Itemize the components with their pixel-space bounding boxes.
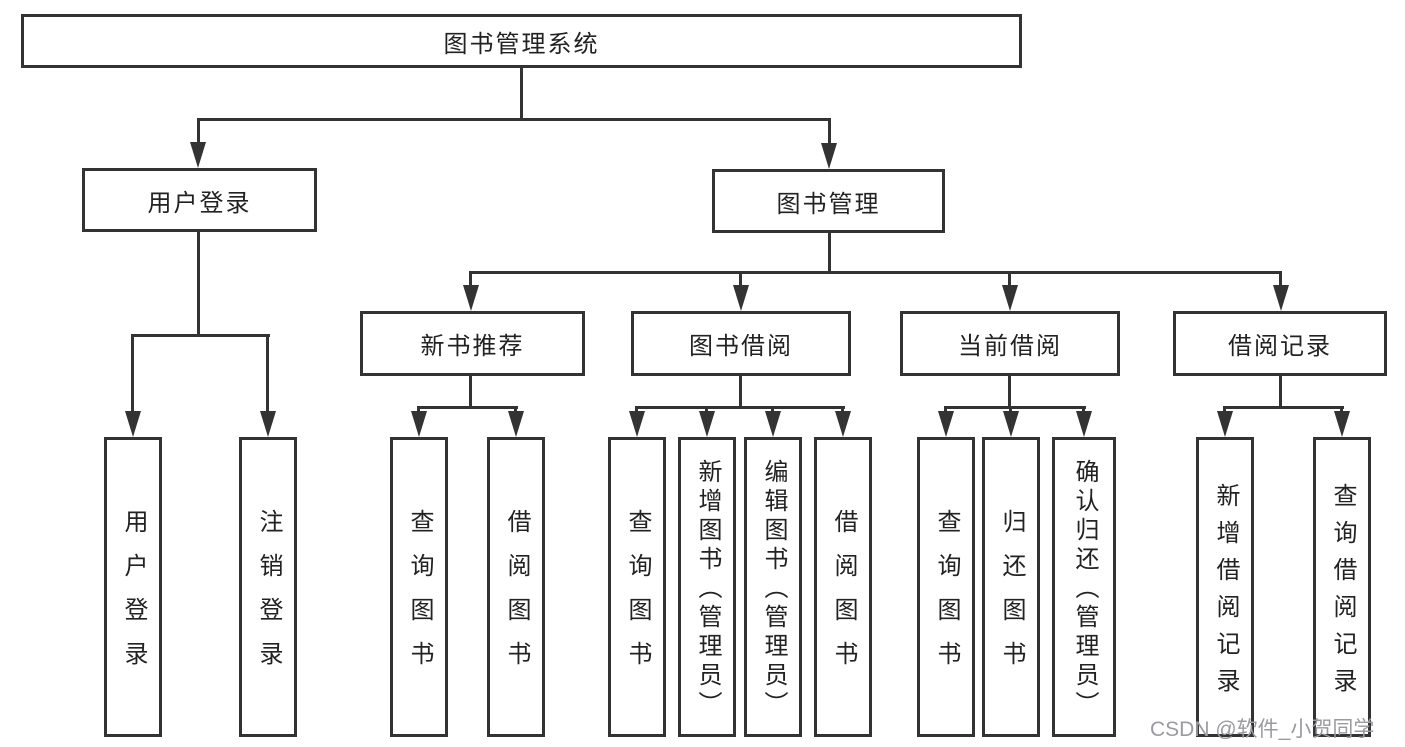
- node-user-login: 用户登录: [82, 168, 317, 232]
- node-book-borrow-label: 图书借阅: [689, 333, 793, 360]
- connector-leaf-user-login-stem: [131, 336, 134, 413]
- node-new-book-recommend: 新书推荐: [360, 311, 585, 376]
- leaf-add-borrow-record-label: 新增借阅记录: [1212, 482, 1239, 705]
- node-root-label: 图书管理系统: [443, 30, 600, 58]
- node-book-borrow: 图书借阅: [631, 311, 851, 376]
- leaf-query-books-1-label: 查询图书: [406, 509, 433, 685]
- leaf-return-books-label: 归还图书: [998, 509, 1025, 685]
- connector-user-login-stem: [197, 120, 200, 146]
- arrow-g4-leaf-2: [1003, 411, 1019, 437]
- arrow-to-new-book-recommend: [463, 285, 479, 311]
- arrow-g3-leaf-3: [765, 411, 781, 437]
- leaf-query-books-2: 查询图书: [608, 437, 666, 737]
- node-borrow-records-label: 借阅记录: [1228, 333, 1332, 360]
- connector-g2-down: [469, 376, 472, 408]
- leaf-query-books-3-label: 查询图书: [933, 509, 960, 685]
- arrow-to-book-borrow: [733, 285, 749, 311]
- connector-g3-down: [739, 376, 742, 408]
- connector-l3-stem-4: [1279, 273, 1282, 285]
- connector-g4-down: [1008, 376, 1011, 408]
- leaf-query-books-3: 查询图书: [917, 437, 975, 737]
- leaf-add-borrow-record: 新增借阅记录: [1196, 437, 1254, 737]
- leaf-borrow-books-2: 借阅图书: [814, 437, 872, 737]
- connector-user-login-rail: [131, 334, 270, 337]
- leaf-borrow-books-1: 借阅图书: [487, 437, 545, 737]
- leaf-add-books-admin-label: 新增图书（管理员）: [694, 459, 721, 720]
- leaf-query-borrow-record: 查询借阅记录: [1313, 437, 1371, 737]
- arrow-g5-leaf-1: [1217, 411, 1233, 437]
- leaf-logout-label: 注销登录: [255, 509, 282, 685]
- arrow-to-leaf-logout: [260, 411, 276, 437]
- leaf-confirm-return-admin-label: 确认归还（管理员）: [1071, 459, 1098, 720]
- node-root: 图书管理系统: [21, 14, 1022, 68]
- arrow-to-leaf-user-login: [125, 411, 141, 437]
- connector-level2-rail: [197, 118, 831, 121]
- node-borrow-records: 借阅记录: [1173, 311, 1387, 376]
- connector-g2-rail: [417, 406, 518, 409]
- connector-leaf-logout-stem: [266, 336, 269, 413]
- leaf-confirm-return-admin: 确认归还（管理员）: [1052, 437, 1116, 737]
- connector-g4-rail: [944, 406, 1086, 409]
- leaf-query-books-1: 查询图书: [390, 437, 448, 737]
- arrow-to-user-login: [190, 142, 206, 168]
- connector-l3-stem-3: [1008, 273, 1011, 285]
- leaf-edit-books-admin-label: 编辑图书（管理员）: [760, 459, 787, 720]
- connector-book-mgmt-stem: [828, 120, 831, 146]
- arrow-g4-leaf-1: [938, 411, 954, 437]
- connector-book-mgmt-down: [828, 233, 831, 273]
- arrow-to-current-borrow: [1002, 285, 1018, 311]
- arrow-g2-leaf-1: [411, 411, 427, 437]
- arrow-g2-leaf-2: [508, 411, 524, 437]
- connector-root-stem: [520, 66, 523, 120]
- node-new-book-recommend-label: 新书推荐: [420, 333, 525, 360]
- arrow-g5-leaf-2: [1334, 411, 1350, 437]
- connector-g5-down: [1279, 376, 1282, 408]
- arrow-g3-leaf-2: [699, 411, 715, 437]
- arrow-to-borrow-records: [1273, 285, 1289, 311]
- connector-user-login-down: [197, 232, 200, 337]
- leaf-edit-books-admin: 编辑图书（管理员）: [744, 437, 802, 737]
- connector-level3-rail: [469, 271, 1282, 274]
- arrow-to-book-mgmt: [821, 143, 837, 169]
- arrow-g3-leaf-4: [835, 411, 851, 437]
- node-user-login-label: 用户登录: [147, 189, 252, 217]
- leaf-user-login-label: 用户登录: [120, 509, 147, 685]
- arrow-g4-leaf-3: [1076, 411, 1092, 437]
- node-current-borrow: 当前借阅: [900, 311, 1120, 376]
- leaf-logout: 注销登录: [239, 437, 297, 737]
- leaf-return-books: 归还图书: [982, 437, 1040, 737]
- connector-g3-rail: [635, 406, 845, 409]
- leaf-borrow-books-1-label: 借阅图书: [503, 509, 530, 685]
- leaf-user-login: 用户登录: [104, 437, 162, 737]
- connector-l3-stem-1: [469, 273, 472, 285]
- node-current-borrow-label: 当前借阅: [958, 333, 1062, 360]
- node-book-management-label: 图书管理: [776, 190, 881, 218]
- leaf-add-books-admin: 新增图书（管理员）: [678, 437, 736, 737]
- leaf-query-books-2-label: 查询图书: [624, 509, 651, 685]
- connector-g5-rail: [1223, 406, 1344, 409]
- node-book-management: 图书管理: [712, 169, 945, 233]
- connector-l3-stem-2: [739, 273, 742, 285]
- leaf-query-borrow-record-label: 查询借阅记录: [1329, 482, 1356, 705]
- arrow-g3-leaf-1: [629, 411, 645, 437]
- leaf-borrow-books-2-label: 借阅图书: [830, 509, 857, 685]
